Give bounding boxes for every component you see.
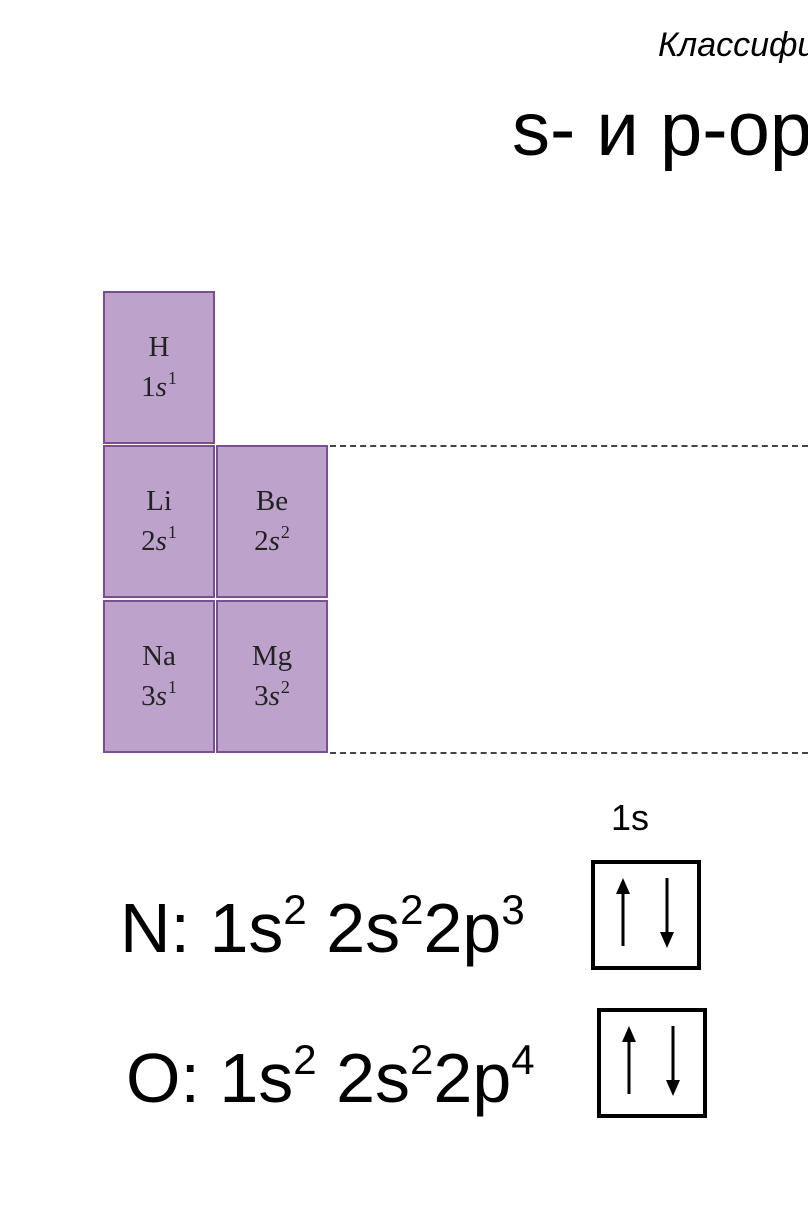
element-cell-li: Li 2s1 [103, 445, 215, 598]
orbital-box-oxygen-1s [597, 1008, 707, 1118]
electron-config: 2s1 [141, 521, 177, 557]
formula-oxygen: O: 1s2 2s22p4 [126, 1036, 535, 1117]
electron-config: 3s1 [141, 676, 177, 712]
electron-config: 3s2 [254, 676, 290, 712]
element-symbol: Be [255, 485, 289, 518]
element-cell-na: Na 3s1 [103, 600, 215, 753]
element-cell-h: H 1s1 [103, 291, 215, 444]
dashed-line-top [330, 445, 808, 447]
element-symbol: Mg [251, 640, 293, 673]
electron-config: 2s2 [254, 521, 290, 557]
dashed-line-bottom [330, 752, 808, 754]
spin-pair-icon [616, 878, 674, 948]
slide-subtitle: Классифи [658, 26, 808, 64]
slide-title: s- и p-ор [512, 87, 808, 172]
formula-nitrogen: N: 1s2 2s22p3 [120, 886, 525, 967]
element-symbol: Li [146, 485, 172, 518]
electron-config: 1s1 [141, 367, 177, 403]
element-symbol: Na [142, 640, 176, 673]
element-cell-be: Be 2s2 [216, 445, 328, 598]
spin-pair-icon [622, 1026, 680, 1096]
element-cell-mg: Mg 3s2 [216, 600, 328, 753]
element-symbol: H [148, 331, 170, 364]
orbital-box-nitrogen-1s [591, 860, 701, 970]
orbital-label-1s: 1s [611, 797, 650, 838]
